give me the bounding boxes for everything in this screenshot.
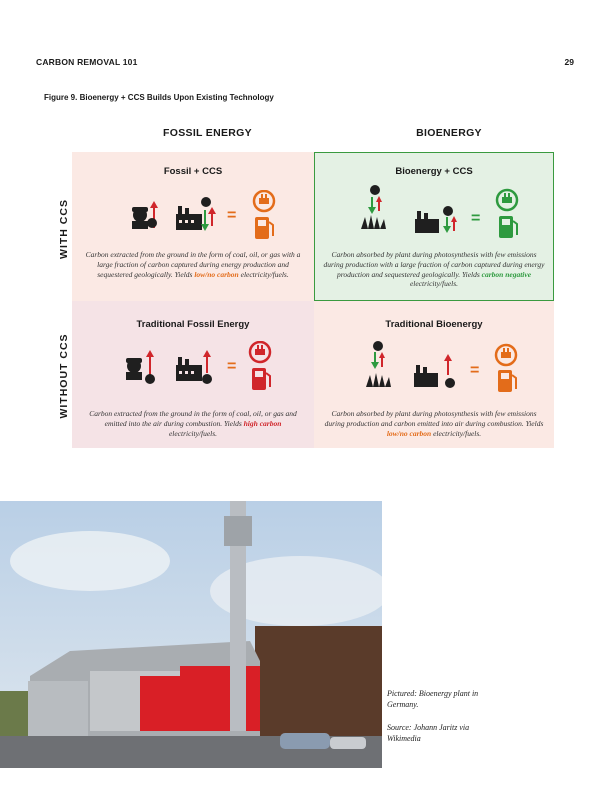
photo-caption: Pictured: Bioenergy plant in Germany. <box>387 688 487 710</box>
equals-sign: = <box>227 207 236 224</box>
factory-icon <box>176 357 202 381</box>
quadrant-traditional-bioenergy: Traditional Bioenergy = Carbon absorbed … <box>314 301 554 448</box>
plant-icon <box>366 373 391 387</box>
arrow-up-red-icon <box>379 352 385 367</box>
arrow-down-green-icon <box>443 217 451 233</box>
quadrant-title: Traditional Bioenergy <box>314 319 554 330</box>
co2-cloud-icon <box>202 374 212 384</box>
arrow-up-red-icon <box>208 207 216 226</box>
arrow-up-red-icon <box>444 354 452 375</box>
co2-cloud-icon <box>370 185 380 195</box>
fuel-pump-icon <box>498 370 516 392</box>
arrow-up-red-icon <box>376 196 382 211</box>
equals-sign: = <box>227 358 236 375</box>
fuel-pump-icon <box>252 368 270 390</box>
factory-icon <box>415 211 439 233</box>
electricity-plug-icon <box>254 191 274 211</box>
quadrant-bioenergy-ccs: Bioenergy + CCS = Carbon absorbed by pla… <box>314 152 554 301</box>
quadrant-description: Carbon absorbed by plant during photosyn… <box>323 250 545 289</box>
figure-title: Figure 9. Bioenergy + CCS Builds Upon Ex… <box>44 93 274 102</box>
arrow-up-red-icon <box>203 350 211 373</box>
equals-sign: = <box>471 210 480 227</box>
miner-icon <box>126 358 142 380</box>
arrow-up-red-icon <box>146 350 154 375</box>
electricity-plug-icon <box>497 190 517 210</box>
quadrant-description: Carbon extracted from the ground in the … <box>80 250 306 279</box>
fossil-ccs-icons: = <box>72 190 314 242</box>
quadrant-description: Carbon absorbed by plant during photosyn… <box>322 409 546 438</box>
quadrant-traditional-fossil: Traditional Fossil Energy = Carbon extra… <box>72 301 314 448</box>
co2-cloud-icon <box>145 374 155 384</box>
factory-icon <box>176 206 202 230</box>
quadrant-fossil-ccs: Fossil + CCS = Carbon extracted from the… <box>72 152 314 301</box>
bio-traditional-icons: = <box>314 341 554 393</box>
bioenergy-plant-photo <box>0 501 382 768</box>
quadrant-title: Bioenergy + CCS <box>315 166 553 177</box>
fossil-traditional-icons: = <box>72 341 314 393</box>
factory-icon <box>414 365 438 387</box>
quadrant-description: Carbon extracted from the ground in the … <box>80 409 306 438</box>
arrow-up-red-icon <box>451 216 457 231</box>
fuel-pump-icon <box>255 217 273 239</box>
bio-ccs-icons: = <box>315 183 555 241</box>
co2-cloud-icon <box>201 197 211 207</box>
arrow-down-green-icon <box>368 197 376 214</box>
co2-cloud-icon <box>373 341 383 351</box>
co2-cloud-icon <box>443 206 453 216</box>
plant-icon <box>361 215 386 229</box>
co2-cloud-icon <box>147 218 157 228</box>
row-heading-with-ccs: WITH CCS <box>58 179 70 279</box>
page-number: 29 <box>565 57 574 67</box>
column-heading-fossil: FOSSIL ENERGY <box>120 127 295 139</box>
fuel-pump-icon <box>499 216 517 238</box>
arrow-down-green-icon <box>201 210 209 231</box>
running-title: CARBON REMOVAL 101 <box>36 57 138 67</box>
miner-icon <box>132 207 148 229</box>
arrow-down-green-icon <box>371 352 379 369</box>
electricity-plug-icon <box>496 345 516 365</box>
quadrant-title: Traditional Fossil Energy <box>72 319 314 330</box>
column-heading-bioenergy: BIOENERGY <box>364 127 534 139</box>
row-heading-without-ccs: WITHOUT CCS <box>58 326 70 426</box>
electricity-plug-icon <box>250 342 270 362</box>
co2-cloud-icon <box>445 378 455 388</box>
photo-source: Source: Johann Jaritz via Wikimedia <box>387 722 487 744</box>
equals-sign: = <box>470 362 479 379</box>
quadrant-title: Fossil + CCS <box>72 166 314 177</box>
